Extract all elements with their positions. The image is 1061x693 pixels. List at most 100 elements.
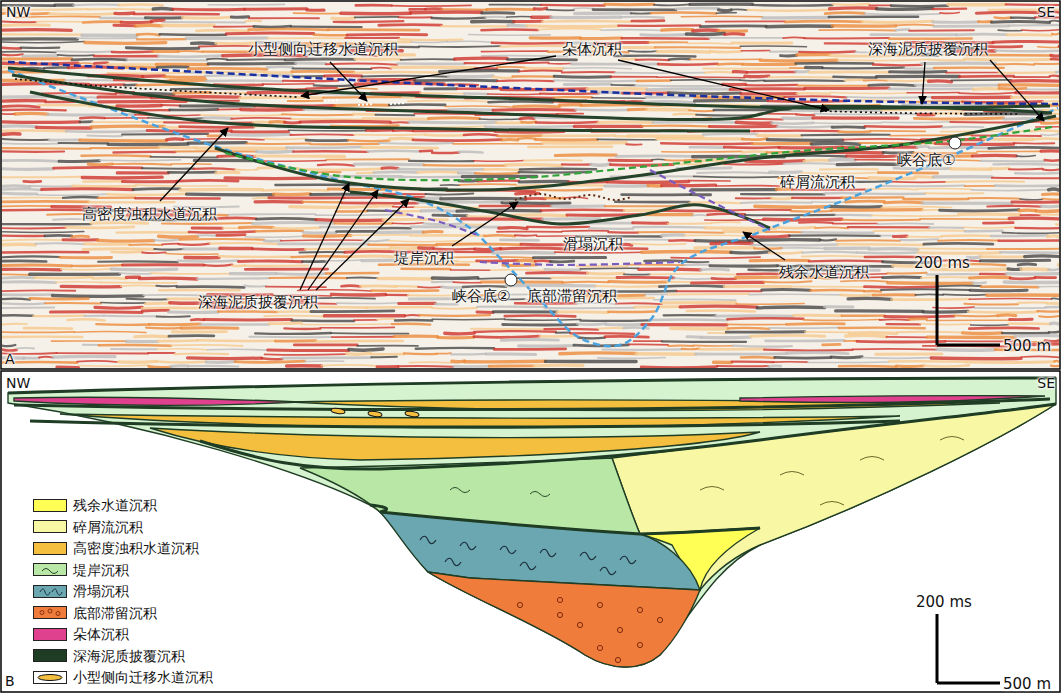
seismic-reflector — [111, 348, 157, 350]
seismic-reflector — [423, 230, 442, 234]
seismic-reflector — [661, 142, 752, 145]
seismic-reflector — [687, 42, 731, 45]
seismic-reflector — [933, 8, 967, 11]
legend-swatch — [33, 585, 67, 598]
seismic-reflector — [784, 96, 846, 97]
seismic-reflector — [53, 294, 144, 298]
seismic-reflector — [628, 108, 647, 111]
seismic-reflector — [2, 223, 91, 225]
seismic-reflector — [986, 45, 1022, 48]
seismic-reflector — [724, 146, 779, 149]
seismic-reflector — [361, 146, 437, 150]
seismic-reflector — [324, 314, 404, 318]
seismic-reflector — [662, 183, 716, 187]
seismic-reflector — [869, 5, 891, 7]
seismic-reflector — [995, 16, 1012, 19]
seismic-reflector — [992, 177, 1059, 180]
seismic-reflector — [1058, 45, 1059, 48]
seismic-reflector — [614, 55, 696, 58]
seismic-reflector — [100, 17, 145, 20]
seismic-reflector — [764, 218, 842, 222]
seismic-reflector — [225, 176, 316, 180]
seismic-reflector — [697, 171, 770, 174]
seismic-reflector — [690, 146, 725, 149]
seismic-reflector — [376, 230, 423, 234]
seismic-reflector — [633, 221, 668, 225]
seismic-reflector — [394, 335, 438, 339]
seismic-reflector — [680, 304, 757, 308]
seismic-reflector — [981, 160, 1045, 163]
seismic-reflector — [374, 171, 417, 174]
seismic-reflector — [703, 133, 757, 136]
seismic-reflector — [764, 79, 844, 82]
seismic-reflector — [108, 142, 188, 146]
seismic-reflector — [460, 183, 516, 186]
seismic-reflector — [965, 185, 996, 187]
seismic-reflector — [121, 20, 151, 24]
seismic-reflector — [741, 201, 812, 204]
seismic-reflector — [471, 328, 544, 330]
seismic-reflector — [2, 200, 89, 203]
seismic-reflector — [710, 50, 742, 54]
seismic-reflector — [833, 76, 876, 79]
seismic-reflector — [226, 32, 314, 36]
seismic-reflector — [83, 247, 154, 251]
small-channel-lens — [405, 411, 420, 418]
scale-bar — [937, 682, 1000, 685]
seismic-reflector — [727, 317, 803, 321]
seismic-reflector — [2, 167, 54, 171]
seismic-reflector — [35, 242, 84, 245]
mud-drape-line — [30, 421, 900, 427]
seismic-reflector — [153, 7, 172, 11]
seismic-reflector — [536, 138, 598, 142]
debris-symbol — [780, 472, 804, 476]
seismic-reflector — [45, 302, 101, 305]
seismic-reflector — [87, 135, 122, 138]
seismic-reflector — [390, 121, 409, 124]
seismic-reflector — [542, 20, 632, 23]
seismic-reflector — [668, 344, 693, 346]
seismic-reflector — [2, 124, 36, 128]
seismic-reflector — [2, 159, 59, 163]
lag-gravel-symbol — [577, 622, 582, 627]
seismic-reflector — [714, 361, 732, 365]
seismic-reflector — [166, 253, 219, 255]
seismic-reflector — [938, 285, 981, 288]
seismic-reflector — [2, 150, 64, 153]
mud-drape-line — [350, 192, 770, 228]
seismic-reflector — [111, 267, 177, 271]
leader-arrow — [922, 62, 925, 104]
seismic-reflector — [264, 239, 281, 243]
legend-pattern — [34, 607, 66, 618]
seismic-reflector — [766, 339, 845, 342]
seismic-reflector — [432, 318, 505, 320]
seismic-reflector — [200, 323, 269, 326]
seismic-reflector — [418, 286, 442, 289]
seismic-reflector — [57, 365, 79, 368]
seismic-reflector — [783, 116, 813, 120]
seismic-reflector — [354, 319, 377, 321]
seismic-reflector — [249, 28, 329, 32]
seismic-reflector — [99, 344, 171, 347]
seismic-reflector — [987, 205, 1041, 208]
slide-symbol — [580, 552, 596, 560]
seismic-reflector — [296, 62, 326, 65]
seismic-reflector — [803, 319, 879, 322]
seismic-reflector — [506, 163, 562, 167]
seismic-reflector — [117, 104, 161, 108]
seismic-reflector — [262, 357, 283, 360]
seismic-reflector — [1051, 364, 1059, 367]
seismic-reflector — [802, 231, 874, 234]
seismic-reflector — [637, 79, 671, 82]
seismic-reflector — [2, 106, 39, 107]
seismic-reflector — [796, 62, 873, 65]
leader-arrow — [301, 56, 556, 96]
seismic-reflector — [998, 29, 1022, 31]
seismic-reflector — [474, 330, 556, 333]
seismic-reflector — [750, 334, 825, 338]
seismic-reflector — [505, 314, 576, 317]
seismic-reflector — [54, 166, 143, 170]
seismic-reflector — [862, 357, 931, 359]
facies-label: 碎屑流沉积 — [780, 173, 855, 191]
seismic-reflector — [882, 121, 951, 123]
